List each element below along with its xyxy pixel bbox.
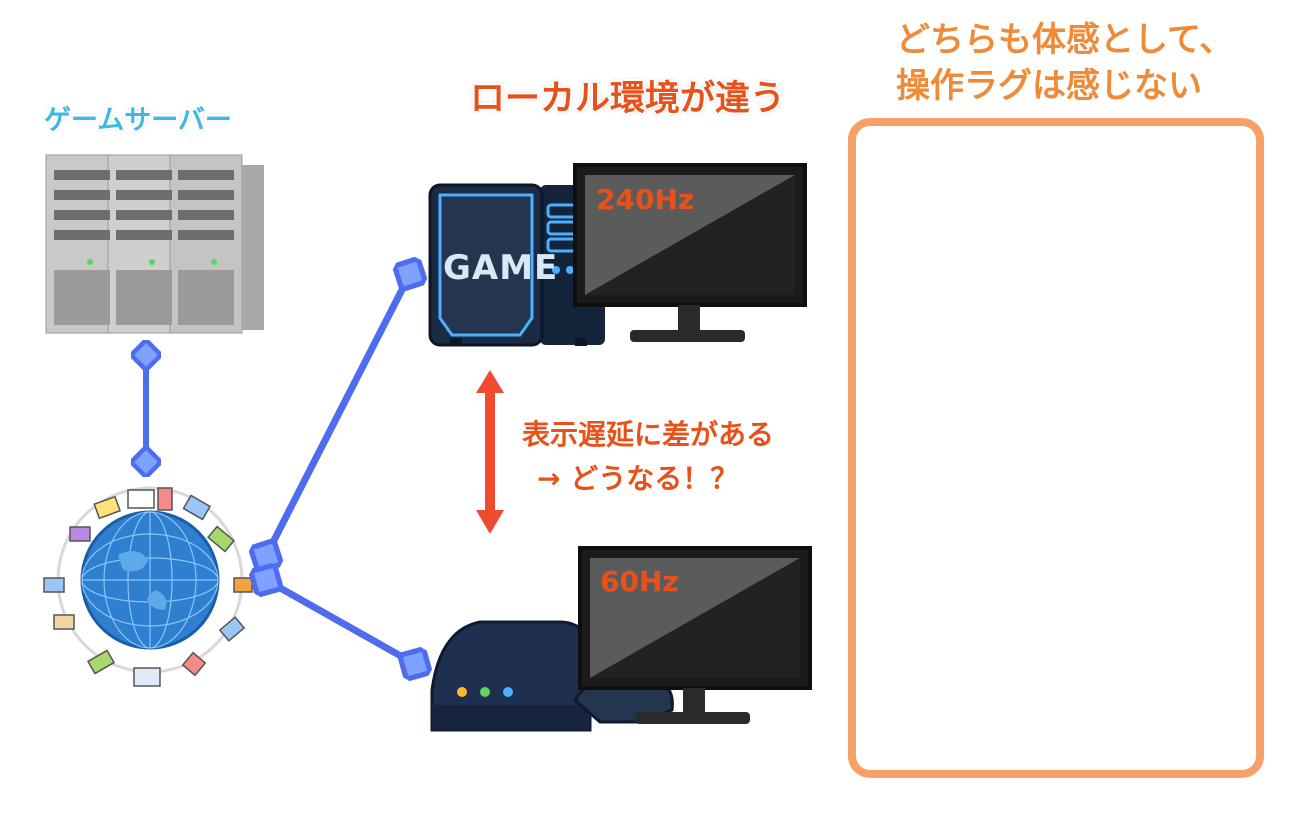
server-rack-icon xyxy=(45,154,264,334)
monitor-icon xyxy=(578,546,812,724)
refresh-rate-60-label: 60Hz xyxy=(600,565,679,598)
refresh-rate-240-label: 240Hz xyxy=(596,183,695,216)
game-pc-label: GAME xyxy=(443,248,559,288)
game-console-icon xyxy=(430,620,674,732)
delay-note-line1: 表示遅延に差がある xyxy=(522,418,775,451)
conclusion-title-line1: どちらも体感として、 xyxy=(896,20,1234,60)
gaming-pc-icon xyxy=(428,183,605,347)
comparison-panel xyxy=(848,118,1264,778)
delay-note-line2: → どうなる！？ xyxy=(537,462,739,495)
network-globe-icon xyxy=(43,486,253,687)
monitor-icon xyxy=(573,163,807,342)
delay-arrow-icon xyxy=(476,370,504,534)
conclusion-title-line2: 操作ラグは感じない xyxy=(896,66,1202,106)
local-environment-title: ローカル環境が違う xyxy=(470,79,786,119)
server-title: ゲームサーバー xyxy=(44,105,232,136)
